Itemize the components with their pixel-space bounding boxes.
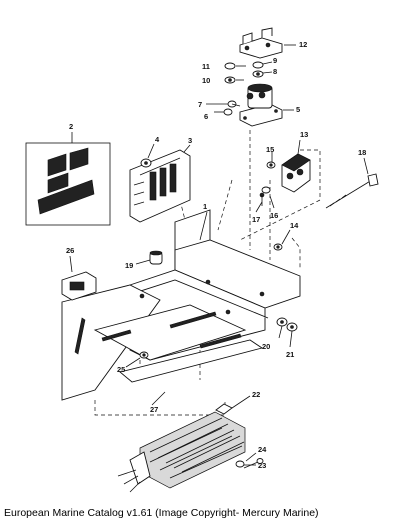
- relay-part-13: [281, 153, 311, 193]
- callout-17: 17: [252, 215, 260, 224]
- image-caption: European Marine Catalog v1.61 (Image Cop…: [4, 507, 319, 519]
- callout-21: 21: [286, 350, 294, 359]
- nut-part-4: [140, 158, 152, 168]
- callout-23: 23: [258, 461, 266, 470]
- callout-15: 15: [266, 145, 274, 154]
- callout-25: 25: [117, 365, 125, 374]
- callout-16: 16: [270, 211, 278, 220]
- callout-9: 9: [273, 56, 277, 65]
- callout-10: 10: [202, 76, 210, 85]
- exploded-parts-diagram: 12 11 9 8 10 5 7 6 2 4 3 13 15 18 16 17 …: [25, 27, 379, 493]
- solenoid-part-5: [239, 83, 283, 127]
- bolt-part-18: [325, 173, 379, 209]
- callout-27: 27: [150, 405, 158, 414]
- callout-13: 13: [300, 130, 308, 139]
- hardware-part-15-16-17: [259, 161, 276, 206]
- callout-19: 19: [125, 261, 133, 270]
- callout-5: 5: [296, 105, 300, 114]
- callout-3: 3: [188, 136, 192, 145]
- callout-18: 18: [358, 148, 366, 157]
- bracket-part-12: [239, 27, 283, 59]
- callout-2: 2: [69, 122, 73, 131]
- nuts-washers-group: [224, 61, 264, 84]
- screws-part-6-7: [223, 100, 241, 116]
- screw-part-14: [273, 243, 283, 251]
- callout-7: 7: [198, 100, 202, 109]
- callout-8: 8: [273, 67, 277, 76]
- callout-4: 4: [155, 135, 160, 144]
- leader-lines: [69, 44, 369, 466]
- assembly-guide-lines: [94, 130, 321, 416]
- callout-14: 14: [290, 221, 299, 230]
- callout-1: 1: [203, 202, 207, 211]
- nut-part-20-21: [276, 317, 298, 332]
- connector-part-26: [61, 271, 97, 301]
- screw-part-25: [139, 351, 149, 359]
- label-kit-part-2: [25, 142, 111, 226]
- callout-20: 20: [262, 342, 270, 351]
- regulator-part-22: [117, 403, 246, 493]
- callout-labels: 12 11 9 8 10 5 7 6 2 4 3 13 15 18 16 17 …: [66, 40, 366, 470]
- callout-24: 24: [258, 445, 267, 454]
- callout-11: 11: [202, 62, 210, 71]
- mounting-bracket-part-1: [61, 209, 301, 401]
- callout-12: 12: [299, 40, 307, 49]
- callout-26: 26: [66, 246, 74, 255]
- bolt-part-23-24: [235, 458, 264, 469]
- callout-22: 22: [252, 390, 260, 399]
- spacer-part-19: [149, 250, 163, 265]
- fuse-block-part-3: [129, 149, 191, 223]
- callout-6: 6: [204, 112, 208, 121]
